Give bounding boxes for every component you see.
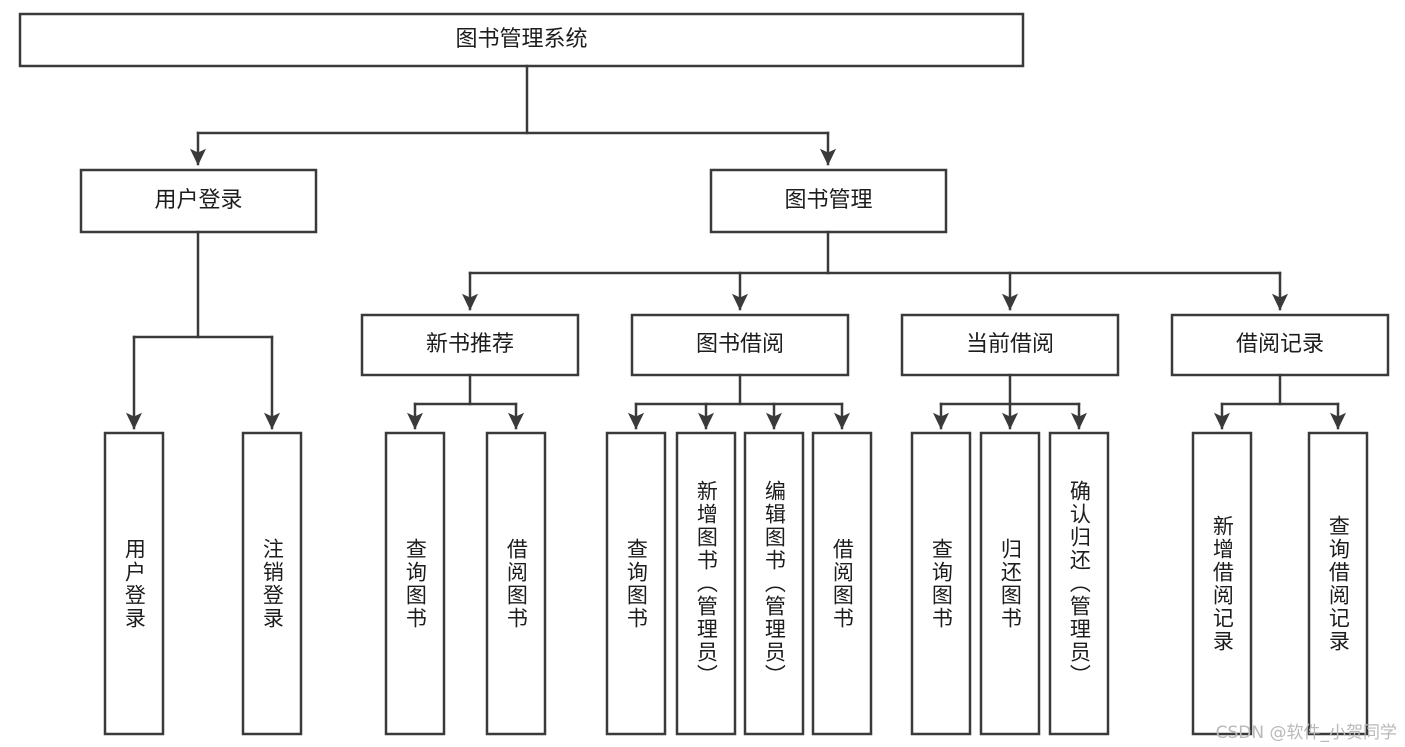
node-leaf-return-book-box[interactable] bbox=[979, 431, 1041, 736]
node-leaf-add-book-box[interactable] bbox=[675, 431, 737, 736]
node-leaf-borrow-book-1-box[interactable] bbox=[485, 431, 547, 736]
node-leaf-logout-login-box[interactable] bbox=[241, 431, 303, 736]
node-leaf-query-book-2-box[interactable] bbox=[605, 431, 667, 736]
node-leaf-query-book-1-box[interactable] bbox=[384, 431, 446, 736]
node-book-borrow-box[interactable] bbox=[630, 313, 850, 377]
node-borrow-record-box[interactable] bbox=[1170, 313, 1390, 377]
node-user-login-box[interactable] bbox=[79, 168, 318, 234]
node-leaf-borrow-book-2-box[interactable] bbox=[811, 431, 873, 736]
node-new-book-recommend-box[interactable] bbox=[360, 313, 580, 377]
node-book-management-box[interactable] bbox=[709, 168, 948, 234]
node-leaf-query-record-box[interactable] bbox=[1307, 431, 1369, 736]
node-current-borrow-box[interactable] bbox=[900, 313, 1120, 377]
node-leaf-edit-book-box[interactable] bbox=[743, 431, 805, 736]
node-leaf-query-book-3-box[interactable] bbox=[910, 431, 972, 736]
node-leaf-user-login-box[interactable] bbox=[103, 431, 165, 736]
node-leaf-confirm-return-box[interactable] bbox=[1048, 431, 1110, 736]
node-leaf-add-record-box[interactable] bbox=[1191, 431, 1253, 736]
node-root-box[interactable] bbox=[18, 12, 1025, 68]
